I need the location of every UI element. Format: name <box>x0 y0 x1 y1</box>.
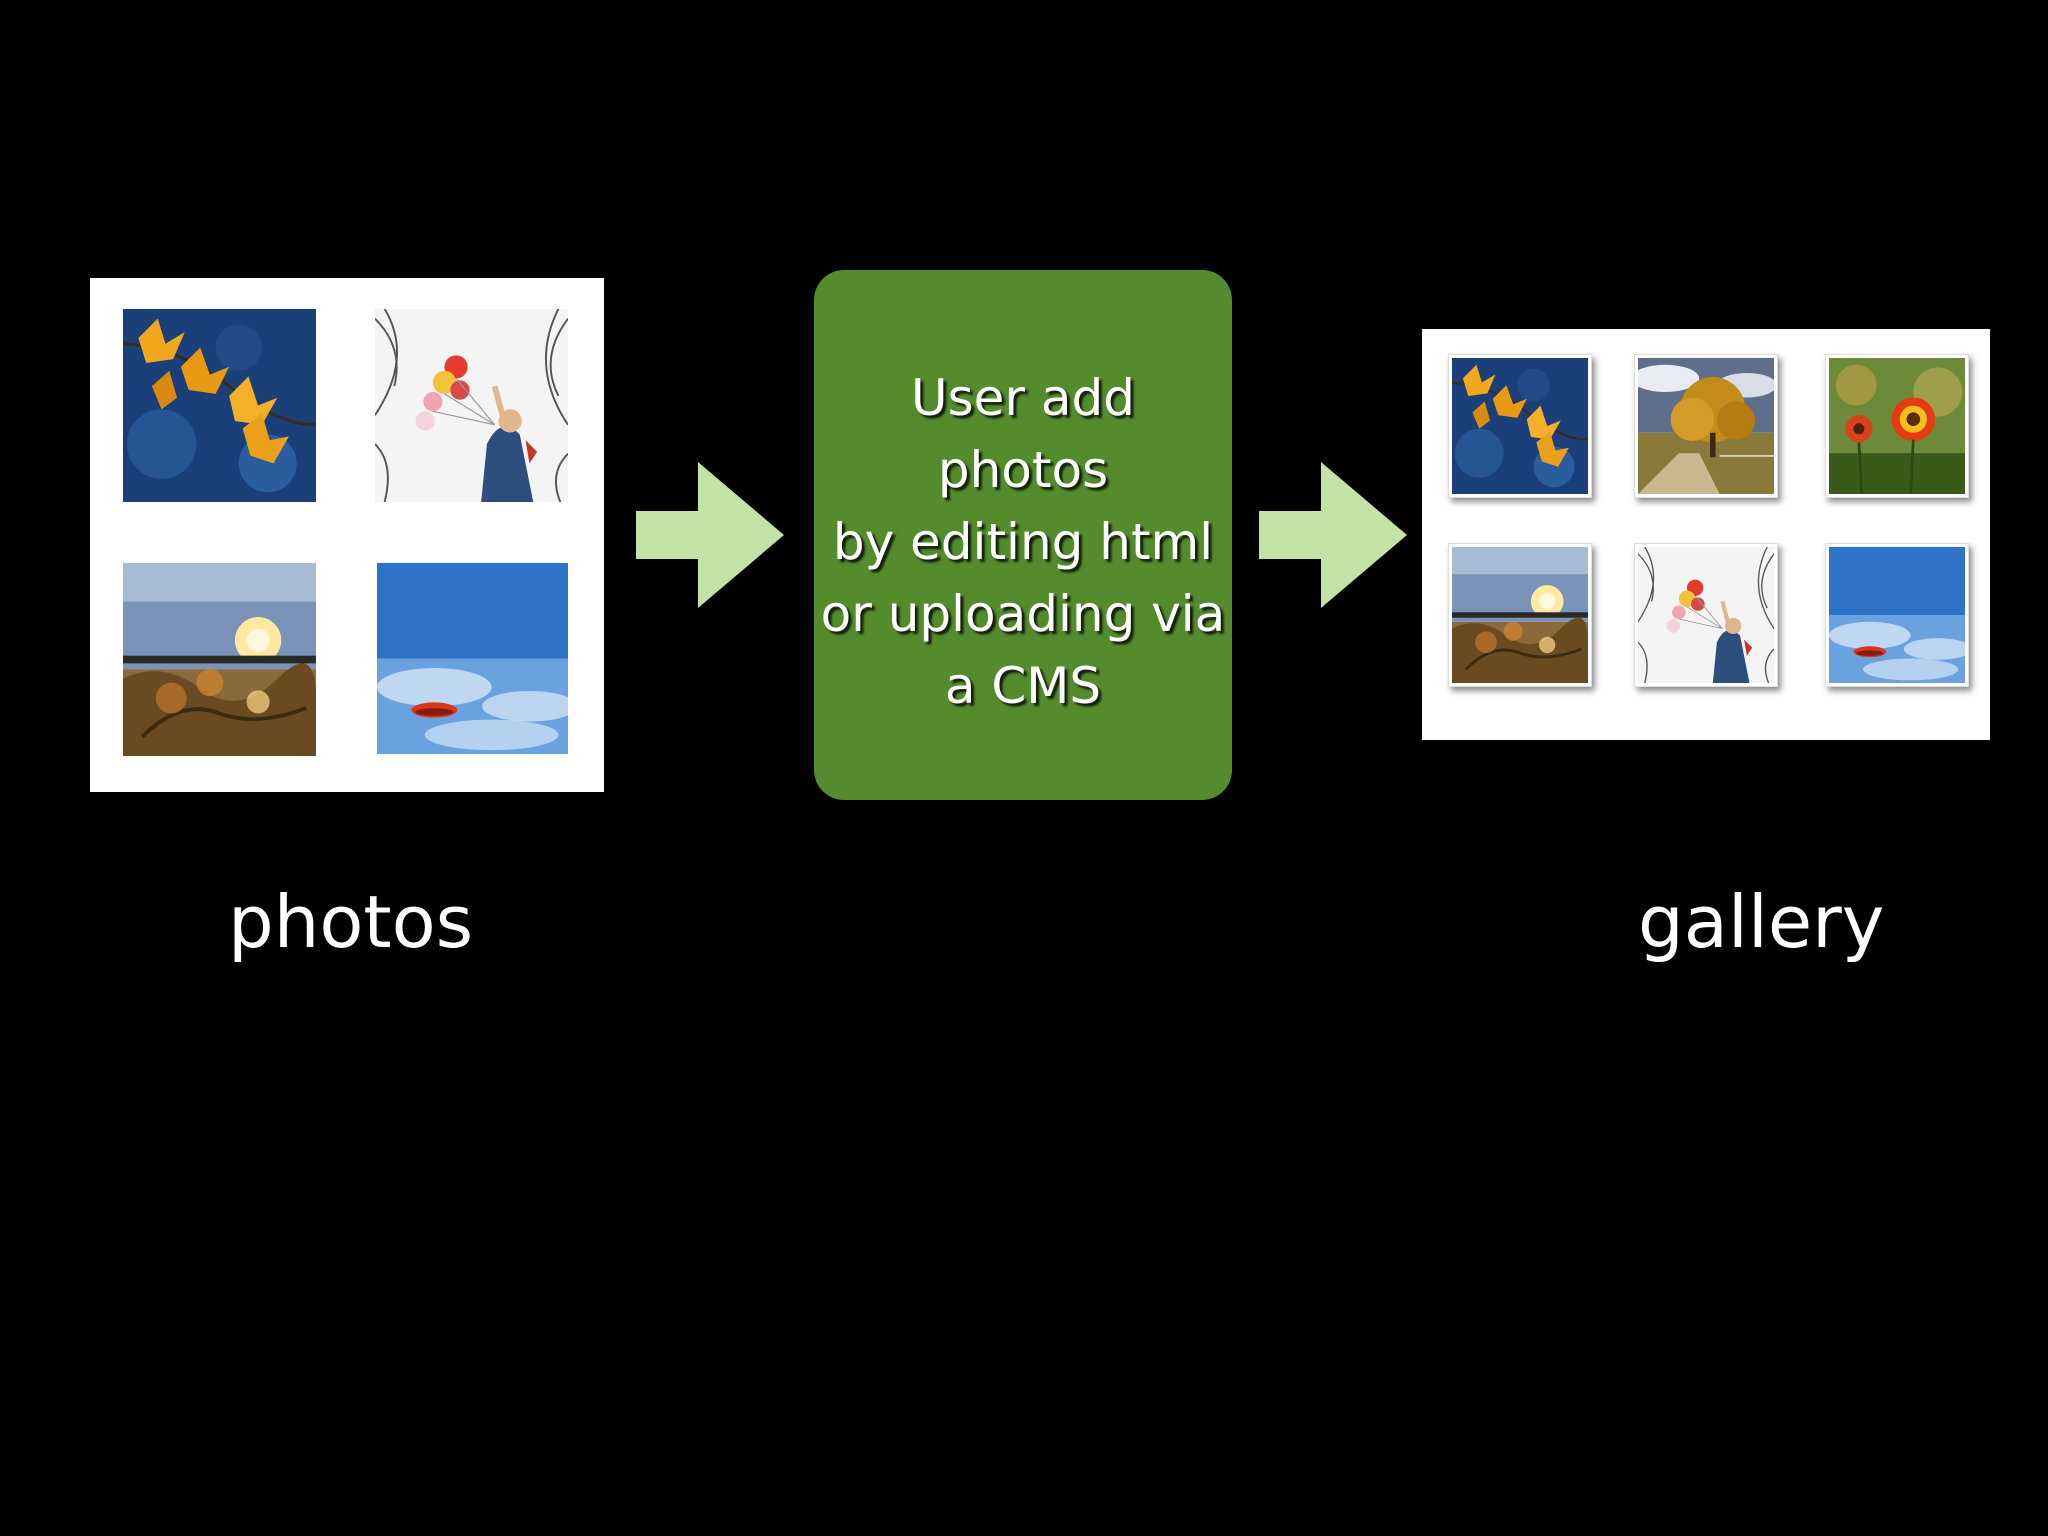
gallery-thumb-flowers <box>1825 354 1969 498</box>
process-line: User add <box>911 369 1135 427</box>
gallery-thumb-girl-balloons <box>1634 543 1778 687</box>
autumn-leaves-photo <box>123 309 316 502</box>
process-box: User add photos by editing html or uploa… <box>814 270 1232 800</box>
gallery-caption: gallery <box>1638 880 1885 964</box>
gallery-thumb-tree-road <box>1634 354 1778 498</box>
sunset-tree-photo <box>123 563 316 756</box>
arrow-right-icon <box>636 462 784 608</box>
process-line: photos <box>937 441 1109 499</box>
girl-balloons-photo <box>375 309 568 502</box>
gallery-thumb-sunset-tree <box>1448 543 1592 687</box>
process-line: or uploading via <box>820 585 1226 643</box>
gallery-thumb-feather-sky <box>1825 543 1969 687</box>
process-line: by editing html <box>832 513 1214 571</box>
gallery-panel <box>1422 329 1990 740</box>
photos-panel <box>90 278 604 792</box>
arrow-right-icon <box>1259 462 1407 608</box>
photos-caption: photos <box>228 880 474 964</box>
process-line: a CMS <box>944 657 1102 715</box>
process-description: User add photos by editing html or uploa… <box>814 362 1232 722</box>
feather-sky-photo <box>377 563 568 754</box>
gallery-thumb-autumn-leaves <box>1448 354 1592 498</box>
